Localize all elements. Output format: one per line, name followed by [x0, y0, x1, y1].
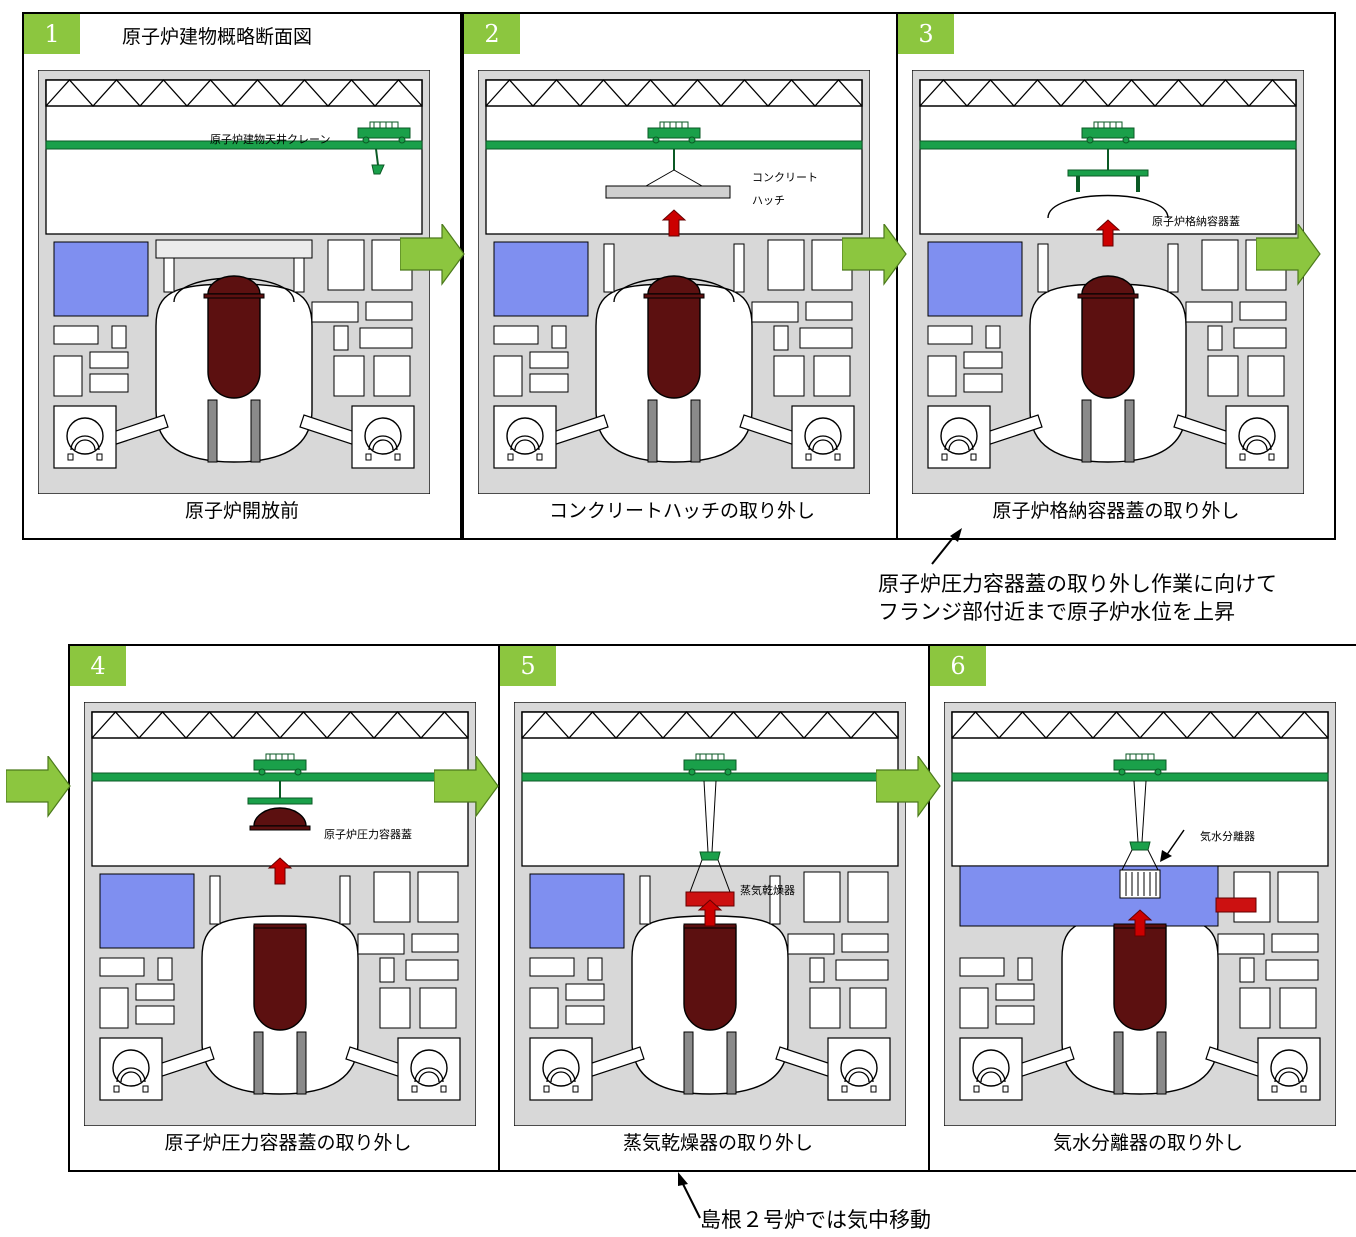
building-cross-section: [84, 702, 476, 1126]
step-badge: 6: [930, 646, 986, 686]
panel-3: 3 原子炉格納容器蓋 原子炉格納容器蓋の取り外し: [896, 12, 1336, 540]
building-cross-section: [38, 70, 430, 494]
panel-caption: 蒸気乾燥器の取り外し: [622, 1132, 813, 1154]
containment-lid: [1047, 194, 1169, 219]
panel-caption: 気水分離器の取り外し: [1052, 1132, 1243, 1154]
reactor-vessel: [683, 925, 737, 1031]
building-cross-section: [912, 70, 1304, 494]
reactor-vessel: [643, 275, 705, 399]
crane-label: 原子炉建物天井クレーン: [210, 133, 331, 146]
step-badge: 4: [70, 646, 126, 686]
panel-title: 原子炉建物概略断面図: [122, 26, 313, 48]
flow-arrow-3-next: [1256, 224, 1321, 285]
step-badge: 3: [898, 14, 954, 54]
air-move-note: 島根２号炉では気中移動: [700, 1208, 931, 1232]
flow-arrow-1-2: [400, 224, 465, 285]
steam-dryer-label: 蒸気乾燥器: [740, 884, 795, 897]
step-badge: 5: [500, 646, 556, 686]
reactor-vessel: [253, 925, 307, 1031]
panel-caption: 原子炉開放前: [184, 500, 299, 522]
hatch-label-1: コンクリート: [752, 171, 818, 184]
step-badge: 1: [24, 14, 80, 54]
flooded-pool: [959, 865, 1219, 927]
steam-separator: [1119, 869, 1161, 899]
step-badge: 2: [464, 14, 520, 54]
callout-pointer-air: [678, 1172, 701, 1219]
panel-caption: 原子炉圧力容器蓋の取り外し: [164, 1132, 412, 1154]
panel-2: 2 コンクリート ハッチ コンクリートハッチの取り外し: [462, 12, 902, 540]
reactor-vessel: [1113, 925, 1167, 1031]
panel-1: 1 原子炉建物概略断面図 原子炉建物天井クレーン 原子炉開放前: [22, 12, 462, 540]
panel-6: 6 気水分離器 気水分離器の取り外し: [928, 644, 1356, 1172]
panel-4: 4 原子炉圧力容器蓋 原子炉圧力容器蓋の取り外し: [68, 644, 508, 1172]
building-cross-section: [944, 702, 1336, 1126]
water-level-line2: フランジ部付近まで原子炉水位を上昇: [878, 600, 1235, 624]
vessel-head-label: 原子炉圧力容器蓋: [324, 828, 412, 841]
flow-arrow-4-5: [434, 756, 499, 817]
water-level-note: 原子炉圧力容器蓋の取り外し作業に向けて フランジ部付近まで原子炉水位を上昇: [878, 570, 1277, 626]
reactor-vessel: [1077, 275, 1139, 399]
callout-pointer-water: [931, 528, 962, 565]
hatch-label-2: ハッチ: [752, 194, 785, 207]
containment-lid-label: 原子炉格納容器蓋: [1152, 215, 1240, 228]
panel-caption: コンクリートハッチの取り外し: [548, 500, 815, 522]
concrete-hatch: [605, 185, 731, 199]
flow-arrow-2-3: [842, 224, 907, 285]
reactor-vessel: [203, 275, 265, 399]
separator-label: 気水分離器: [1200, 830, 1255, 843]
building-cross-section: [478, 70, 870, 494]
panel-5: 5 蒸気乾燥器 蒸気乾燥器の取り外し: [498, 644, 938, 1172]
flow-arrow-into-4: [6, 756, 71, 817]
building-cross-section: [514, 702, 906, 1126]
flow-arrow-5-6: [876, 756, 941, 817]
water-level-line1: 原子炉圧力容器蓋の取り外し作業に向けて: [878, 572, 1277, 596]
panel-caption: 原子炉格納容器蓋の取り外し: [992, 500, 1240, 522]
